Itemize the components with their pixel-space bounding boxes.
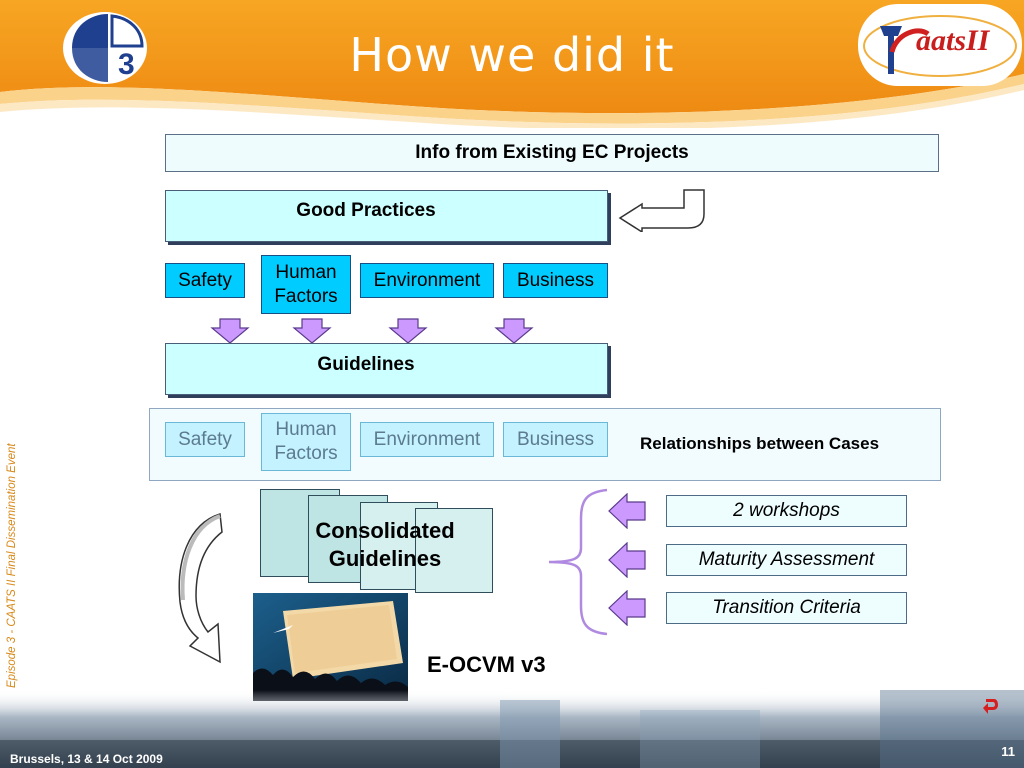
down-arrow-icon <box>292 318 332 344</box>
eocvm-label: E-OCVM v3 <box>427 652 546 677</box>
slide-title: How we did it <box>349 28 675 82</box>
brace-icon <box>548 488 608 636</box>
page-number: 11 <box>1001 744 1015 759</box>
header-background <box>0 0 1024 128</box>
document-scroll <box>415 508 493 593</box>
return-icon[interactable] <box>982 696 1000 716</box>
transition-criteria-box: Transition Criteria <box>666 592 907 624</box>
guidelines-box: Guidelines <box>165 343 608 395</box>
category-business-faded: Business <box>503 422 608 457</box>
caats-logo: aatsII <box>858 4 1022 86</box>
ep3-logo: 3 <box>63 12 147 84</box>
left-arrow-icon <box>608 590 646 626</box>
workshops-box: 2 workshops <box>666 495 907 527</box>
category-safety-faded: Safety <box>165 422 245 457</box>
control-tower-icon <box>863 15 1017 77</box>
good-practices-box: Good Practices <box>165 190 608 242</box>
side-caption: Episode 3 - CAATS II Final Dissemination… <box>6 443 18 688</box>
left-arrow-icon <box>608 542 646 578</box>
maturity-assessment-box: Maturity Assessment <box>666 544 907 576</box>
category-environment-faded: Environment <box>360 422 494 457</box>
guidelines-label: Guidelines <box>317 354 415 375</box>
category-safety: Safety <box>165 263 245 298</box>
svg-text:3: 3 <box>118 48 135 81</box>
curved-arrow-icon <box>178 513 223 664</box>
caats-logo-text: aatsII <box>916 24 990 57</box>
eocvm-cover-image <box>253 593 408 701</box>
relationships-label: Relationships between Cases <box>640 434 880 453</box>
info-existing-projects-box: Info from Existing EC Projects <box>165 134 939 172</box>
left-arrow-icon <box>608 493 646 529</box>
good-practices-label: Good Practices <box>296 200 436 221</box>
down-arrow-icon <box>388 318 428 344</box>
down-arrow-icon <box>494 318 534 344</box>
category-business: Business <box>503 263 608 298</box>
footer-date: Brussels, 13 & 14 Oct 2009 <box>10 752 163 766</box>
down-arrow-icon <box>210 318 250 344</box>
footer-background <box>0 690 1024 768</box>
category-environment: Environment <box>360 263 494 298</box>
feedback-arrow-icon <box>618 189 705 232</box>
svg-text:Episode 3 - CAATS II Final Dis: Episode 3 - CAATS II Final Dissemination… <box>6 443 18 688</box>
